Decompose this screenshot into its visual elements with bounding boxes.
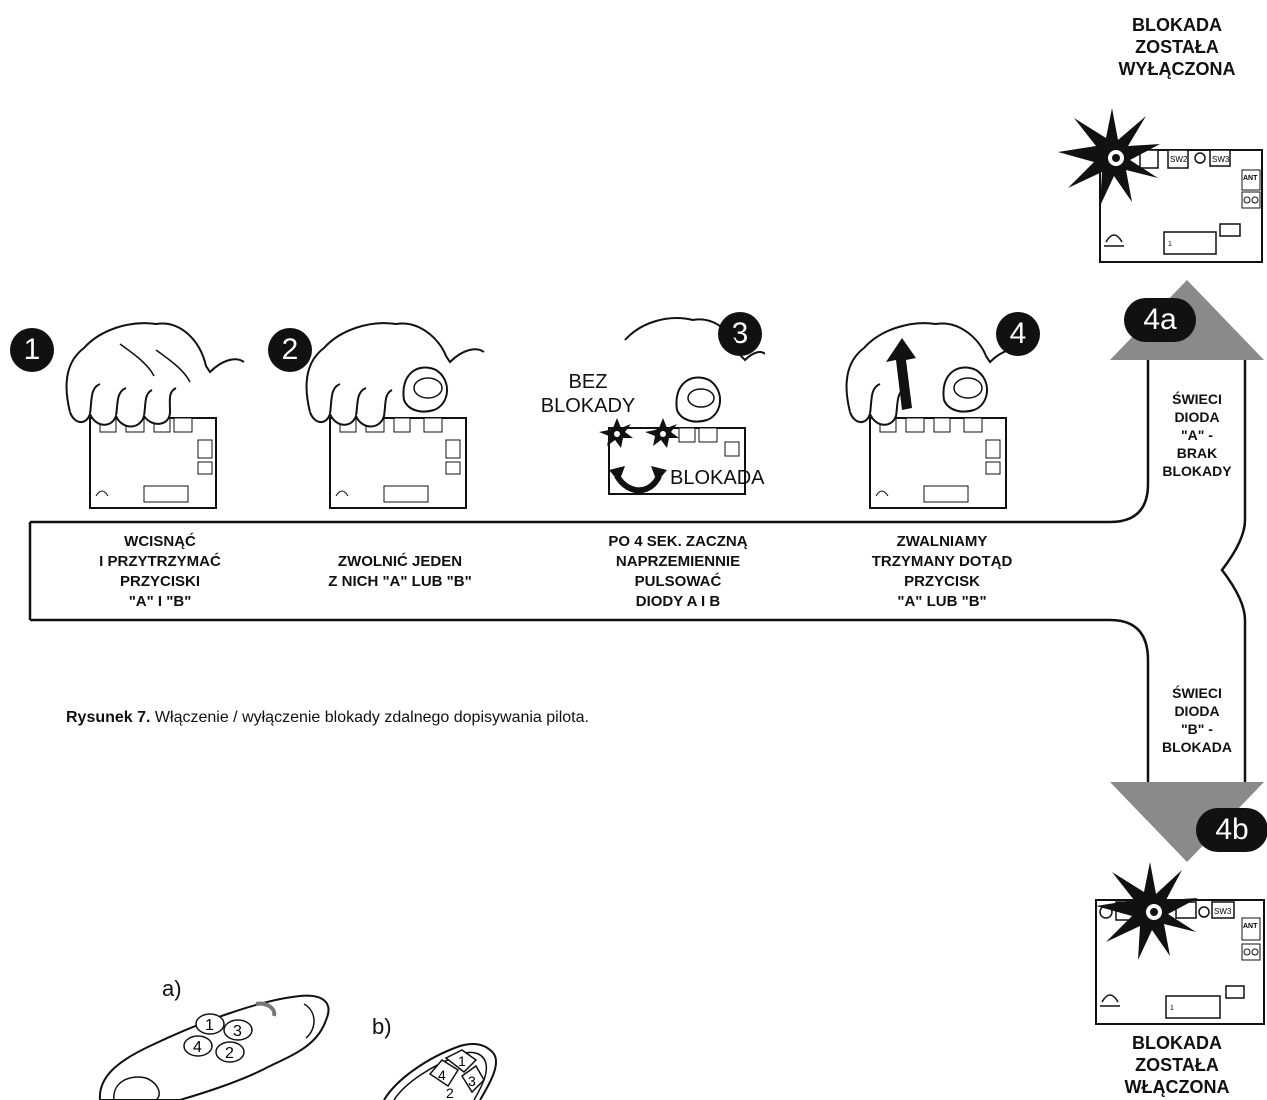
remote-a-button-1: 1 — [205, 1017, 214, 1034]
status-top-title: BLOKADA ZOSTAŁA WYŁĄCZONA — [1118, 15, 1236, 79]
step-badge-2: 2 — [268, 328, 312, 372]
ant-label: ANT — [1243, 175, 1258, 182]
step1-caption: WCISNĄĆ I PRZYTRZYMAĆ PRZYCISKI "A" I "B… — [99, 533, 221, 610]
sw3-label: SW3 — [1212, 155, 1230, 164]
arrow-down-icon — [1110, 782, 1264, 862]
step2-hand-board-icon — [305, 322, 485, 509]
step3-lock-label: BLOKADA — [670, 467, 765, 489]
step-badge-4a: 4a — [1124, 298, 1196, 342]
sw3-label: SW3 — [1214, 907, 1232, 916]
step3-hand-board-icon — [599, 317, 765, 495]
remote-a-icon: 1 3 4 2 — [98, 994, 330, 1100]
receiver-board-locked: SW3 ANT 1 — [1080, 860, 1266, 1030]
step3-no-lock-label: BEZ BLOKADY — [540, 371, 636, 417]
remote-a-button-4: 4 — [193, 1039, 202, 1056]
remote-a-button-3: 3 — [233, 1023, 242, 1040]
remote-a-button-2: 2 — [225, 1045, 234, 1062]
figure-caption-label: Rysunek 7. — [66, 709, 151, 726]
step-badge-3: 3 — [718, 312, 762, 356]
step-badge-1: 1 — [10, 328, 54, 372]
remote-b-label: b) — [372, 1014, 392, 1039]
step-badge-4b: 4b — [1196, 808, 1267, 852]
sw2-label: SW2 — [1170, 155, 1188, 164]
receiver-board-unlocked: SW2 SW3 ANT 1 — [1054, 100, 1266, 266]
ant-label: ANT — [1243, 923, 1258, 930]
step4-hand-board-icon — [845, 322, 1025, 509]
step2-caption: ZWOLNIĆ JEDEN Z NICH "A" LUB "B" — [328, 553, 472, 590]
status-bottom-title: BLOKADA ZOSTAŁA WŁĄCZONA — [1124, 1033, 1230, 1097]
branch-upper-label: ŚWIECI DIODA "A" - BRAK BLOKADY — [1162, 391, 1232, 479]
pin1-label: 1 — [1170, 1005, 1174, 1012]
receiver-board-icon: SW2 SW3 ANT 1 — [1058, 108, 1263, 263]
remote-b-button-2: 2 — [446, 1085, 454, 1100]
remote-a-label: a) — [162, 976, 182, 1001]
figure-caption: Rysunek 7. Włączenie / wyłączenie blokad… — [66, 708, 826, 728]
step3-caption: PO 4 SEK. ZACZNĄ NAPRZEMIENNIE PULSOWAĆ … — [608, 533, 748, 610]
step4-caption: ZWALNIAMY TRZYMANY DOTĄD PRZYCISK "A" LU… — [871, 533, 1013, 610]
branch-lower-label: ŚWIECI DIODA "B" - BLOKADA — [1162, 685, 1232, 755]
figure-caption-text: Włączenie / wyłączenie blokady zdalnego … — [150, 709, 589, 726]
remote-b-button-4: 4 — [438, 1067, 446, 1083]
remote-b-button-3: 3 — [468, 1073, 476, 1089]
remote-b-button-1: 1 — [458, 1053, 466, 1069]
remote-b-icon: 1 4 3 2 — [383, 1043, 498, 1100]
step1-hand-board-icon — [65, 322, 245, 509]
pin1-label: 1 — [1168, 241, 1172, 248]
receiver-board-icon: SW3 ANT 1 — [1095, 862, 1265, 1025]
